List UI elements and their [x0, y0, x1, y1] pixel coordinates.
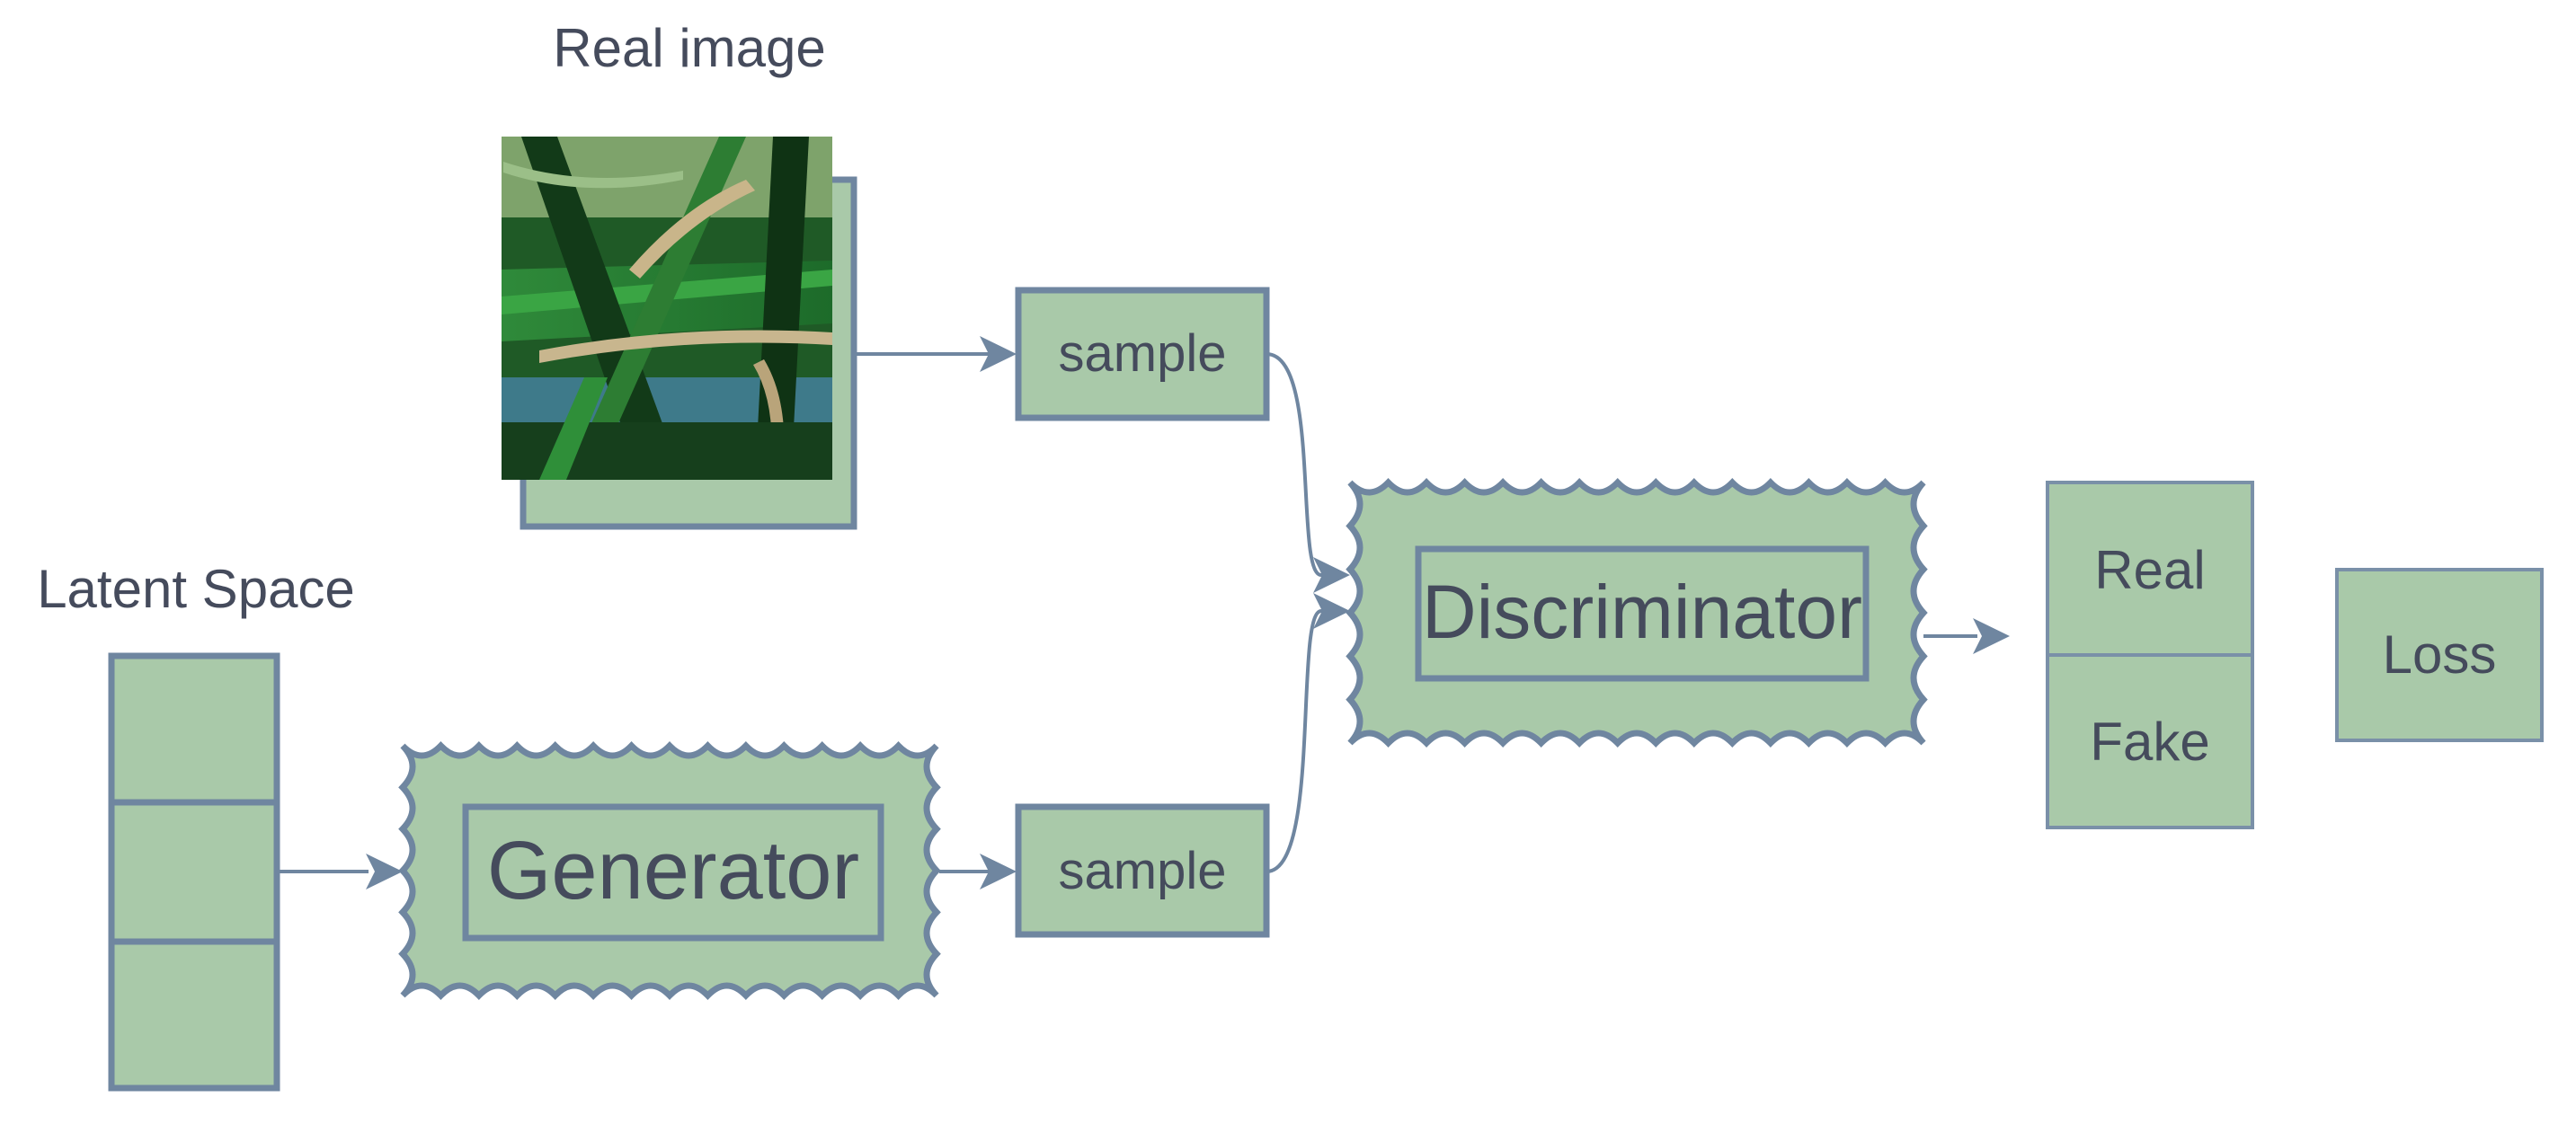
- sample-bottom-label: sample: [1059, 842, 1227, 900]
- real-image-block: [502, 137, 857, 530]
- fake-output-label: Fake: [2090, 712, 2209, 772]
- discriminator-label: Discriminator: [1422, 570, 1862, 654]
- real-output-label: Real: [2094, 540, 2205, 600]
- latent-space-stack: [108, 652, 280, 1092]
- latent-cell-3: [108, 938, 280, 1092]
- arrowhead-6: [1973, 618, 2010, 654]
- curve-sample-bottom-to-discriminator: [1266, 609, 1330, 873]
- discriminator-inner-box: [1415, 545, 1870, 682]
- generator-label: Generator: [487, 825, 859, 916]
- loss-label: Loss: [2383, 624, 2497, 685]
- fake-output-box: [2046, 653, 2254, 829]
- latent-cell-1: [108, 652, 280, 806]
- loss-box: [2335, 568, 2544, 742]
- arrowhead-4: [1313, 557, 1350, 593]
- generator-inner-box: [462, 803, 884, 942]
- sample-box-top: [1015, 287, 1270, 421]
- arrowhead-1: [980, 336, 1017, 372]
- arrowhead-2: [366, 854, 403, 889]
- generator-block: Generator: [398, 740, 941, 1001]
- arrowhead-5: [1313, 593, 1350, 629]
- grass-photo-icon: [502, 137, 832, 480]
- sample-top-label: sample: [1059, 324, 1227, 383]
- arrowhead-3: [980, 854, 1017, 889]
- real-image-label: Real image: [553, 18, 826, 78]
- latent-space-label: Latent Space: [37, 559, 355, 619]
- connectors: [277, 336, 2010, 889]
- latent-cell-2: [108, 799, 280, 945]
- discriminator-block: Discriminator: [1346, 477, 1928, 748]
- real-fake-output: Real Fake: [2046, 481, 2254, 829]
- curve-sample-top-to-discriminator: [1266, 352, 1330, 577]
- sample-box-bottom: [1015, 803, 1270, 938]
